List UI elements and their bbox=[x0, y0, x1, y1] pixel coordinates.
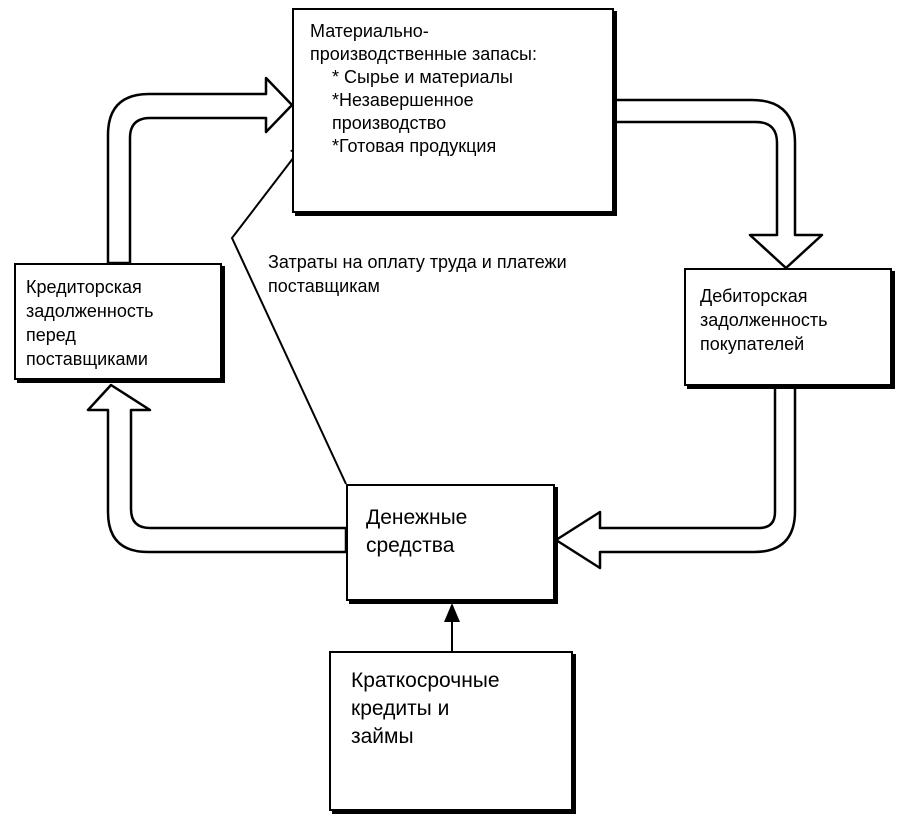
arrow-cash-to-payables bbox=[86, 383, 348, 554]
inventory-items: * Сырье и материалы *Незавершенное произ… bbox=[310, 66, 612, 158]
payables-line-2: задолженность bbox=[26, 301, 154, 321]
inventory-item-finished-goods: *Готовая продукция bbox=[332, 136, 497, 156]
cash-box: Денежные средства bbox=[346, 484, 555, 601]
arrow-receivables-to-cash bbox=[554, 384, 797, 570]
loans-box: Краткосрочные кредиты и займы bbox=[329, 651, 573, 811]
payables-line-1: Кредиторская bbox=[26, 277, 142, 297]
payables-line-4: поставщиками bbox=[26, 349, 148, 369]
cash-line-1: Денежные bbox=[366, 506, 468, 529]
arrow-payables-to-inventory bbox=[106, 76, 294, 265]
costs-label: Затраты на оплату труда и платежи постав… bbox=[268, 250, 567, 298]
loans-line-2: кредиты и bbox=[351, 697, 450, 720]
costs-label-line-2: поставщикам bbox=[268, 276, 380, 296]
receivables-box: Дебиторская задолженность покупателей bbox=[684, 268, 892, 386]
cash-line-2: средства bbox=[366, 534, 455, 557]
payables-line-3: перед bbox=[26, 325, 76, 345]
arrowhead-cash bbox=[444, 603, 460, 622]
receivables-line-2: задолженность bbox=[700, 310, 828, 330]
loans-line-3: займы bbox=[351, 725, 414, 748]
inventory-item-wip-line-1: *Незавершенное bbox=[332, 90, 474, 110]
inventory-item-wip-line-2: производство bbox=[332, 113, 447, 133]
inventory-title-line-2: производственные запасы: bbox=[310, 44, 537, 64]
payables-box: Кредиторская задолженность перед поставщ… bbox=[14, 263, 222, 380]
costs-label-line-1: Затраты на оплату труда и платежи bbox=[268, 252, 567, 272]
receivables-line-1: Дебиторская bbox=[700, 286, 808, 306]
receivables-line-3: покупателей bbox=[700, 334, 805, 354]
arrow-cash-to-inventory bbox=[230, 143, 347, 485]
inventory-item-raw-materials: * Сырье и материалы bbox=[332, 67, 513, 87]
loans-line-1: Краткосрочные bbox=[351, 669, 500, 692]
inventory-box: Материально- производственные запасы: * … bbox=[292, 8, 614, 213]
arrow-inventory-to-receivables bbox=[612, 98, 824, 270]
inventory-title-line-1: Материально- bbox=[310, 21, 429, 41]
